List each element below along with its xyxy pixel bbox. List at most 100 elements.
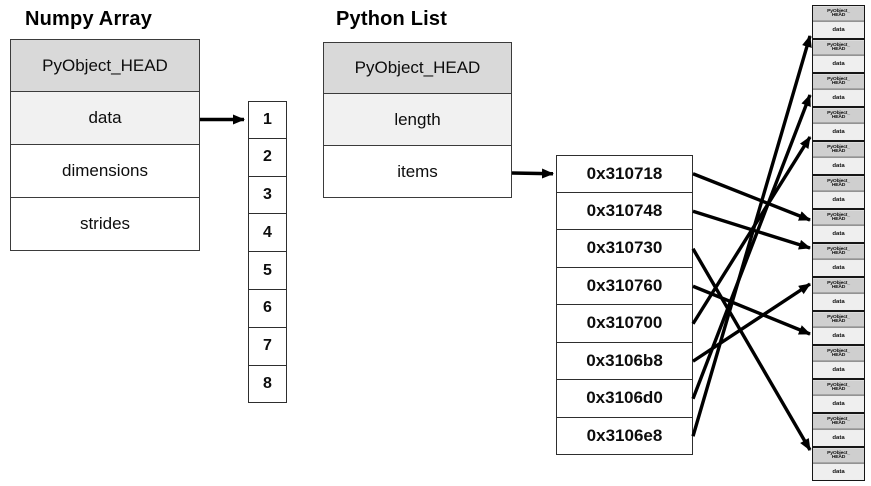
pointer-cell: 0x310748 bbox=[556, 192, 693, 230]
heap-object-data-cell: data bbox=[813, 430, 864, 446]
heap-head-line2: HEAD bbox=[831, 385, 846, 392]
heap-head-line1: PyObject_ bbox=[827, 348, 850, 354]
buffer-cell: 6 bbox=[248, 290, 287, 328]
heap-object-data-cell: data bbox=[813, 226, 864, 242]
heap-object-head-cell: PyObject_HEAD bbox=[813, 414, 864, 430]
heap-head-line1: PyObject_ bbox=[827, 110, 850, 116]
heap-head-line2: HEAD bbox=[831, 283, 846, 290]
heap-head-line2: HEAD bbox=[831, 147, 846, 154]
struct-field-strides: strides bbox=[10, 198, 200, 251]
heap-object-head-cell: PyObject_HEAD bbox=[813, 6, 864, 22]
pointer-cell: 0x3106b8 bbox=[556, 342, 693, 380]
heap-head-line1: PyObject_ bbox=[827, 76, 850, 82]
heap-head-line1: PyObject_ bbox=[827, 246, 850, 252]
heap-head-line1: PyObject_ bbox=[827, 314, 850, 320]
heap-head-line1: PyObject_ bbox=[827, 212, 850, 218]
pointer-arrow-0x310748 bbox=[692, 209, 811, 250]
heap-object-data-cell: data bbox=[813, 328, 864, 344]
pointer-cell: 0x310760 bbox=[556, 267, 693, 305]
heap-object-data-cell: data bbox=[813, 294, 864, 310]
heap-head-line1: PyObject_ bbox=[827, 416, 850, 422]
pointer-cell: 0x310730 bbox=[556, 230, 693, 268]
heap-object-head-cell: PyObject_HEAD bbox=[813, 40, 864, 56]
heap-head-line1: PyObject_ bbox=[827, 280, 850, 286]
heap-object-head-cell: PyObject_HEAD bbox=[813, 346, 864, 362]
heap-object-data-cell: data bbox=[813, 90, 864, 106]
heap-head-line2: HEAD bbox=[831, 215, 846, 222]
pointer-cell: 0x3106d0 bbox=[556, 380, 693, 418]
heap-head-line2: HEAD bbox=[831, 351, 846, 358]
struct-field-pyobject_head: PyObject_HEAD bbox=[323, 42, 512, 94]
buffer-cell: 4 bbox=[248, 214, 287, 253]
heap-head-line1: PyObject_ bbox=[827, 382, 850, 388]
buffer-cell: 2 bbox=[248, 138, 287, 177]
heap-object-head-cell: PyObject_HEAD bbox=[813, 312, 864, 328]
pointer-arrow-0x3106b8 bbox=[692, 282, 811, 363]
heap-object-head-cell: PyObject_HEAD bbox=[813, 244, 864, 260]
heap-object-head-cell: PyObject_HEAD bbox=[813, 108, 864, 124]
heap-object-data-cell: data bbox=[813, 396, 864, 412]
heap-head-line2: HEAD bbox=[831, 45, 846, 52]
buffer-cell: 1 bbox=[248, 101, 287, 139]
struct-field-dimensions: dimensions bbox=[10, 145, 200, 198]
heap-head-line2: HEAD bbox=[831, 317, 846, 324]
heap-object-head-cell: PyObject_HEAD bbox=[813, 448, 864, 464]
numpy-array-title: Numpy Array bbox=[25, 8, 153, 30]
heap-head-line2: HEAD bbox=[831, 453, 846, 460]
heap-object-head-cell: PyObject_HEAD bbox=[813, 278, 864, 294]
heap-object-head-cell: PyObject_HEAD bbox=[813, 380, 864, 396]
buffer-cell: 8 bbox=[248, 365, 287, 404]
heap-object-head-cell: PyObject_HEAD bbox=[813, 176, 864, 192]
heap-object-head-cell: PyObject_HEAD bbox=[813, 74, 864, 90]
python-list-title: Python List bbox=[336, 8, 448, 30]
struct-field-pyobject_head: PyObject_HEAD bbox=[10, 39, 200, 92]
heap-object-head-cell: PyObject_HEAD bbox=[813, 210, 864, 226]
heap-object-data-cell: data bbox=[813, 56, 864, 72]
heap-object-data-cell: data bbox=[813, 192, 864, 208]
heap-head-line2: HEAD bbox=[831, 79, 846, 86]
heap-head-line2: HEAD bbox=[831, 113, 846, 120]
heap-object-data-cell: data bbox=[813, 124, 864, 140]
heap-head-line2: HEAD bbox=[831, 249, 846, 256]
heap-head-line2: HEAD bbox=[831, 181, 846, 188]
heap-object-data-cell: data bbox=[813, 464, 864, 480]
heap-object-data-cell: data bbox=[813, 362, 864, 378]
pointer-arrow-0x310760 bbox=[692, 284, 811, 336]
struct-field-length: length bbox=[323, 94, 512, 146]
pointer-arrow-0x3106d0 bbox=[691, 94, 812, 400]
heap-head-line2: HEAD bbox=[831, 419, 846, 426]
pointer-arrow-0x310718 bbox=[692, 172, 811, 222]
pointer-cell: 0x3106e8 bbox=[556, 417, 693, 455]
buffer-cell: 5 bbox=[248, 252, 287, 290]
pointer-arrow-0x3106e8 bbox=[691, 35, 812, 437]
python-items-arrow bbox=[511, 168, 554, 179]
buffer-cell: 3 bbox=[248, 176, 287, 215]
struct-field-data: data bbox=[10, 92, 200, 145]
heap-head-line1: PyObject_ bbox=[827, 8, 850, 14]
pointer-arrow-0x310700 bbox=[691, 136, 812, 325]
pointer-cell: 0x310718 bbox=[556, 155, 693, 193]
pointer-cell: 0x310700 bbox=[556, 305, 693, 343]
heap-object-data-cell: data bbox=[813, 22, 864, 38]
heap-object-head-cell: PyObject_HEAD bbox=[813, 142, 864, 158]
heap-head-line1: PyObject_ bbox=[827, 144, 850, 150]
heap-object-data-cell: data bbox=[813, 158, 864, 174]
heap-head-line1: PyObject_ bbox=[827, 178, 850, 184]
heap-head-line2: HEAD bbox=[831, 11, 846, 18]
heap-head-line1: PyObject_ bbox=[827, 450, 850, 456]
